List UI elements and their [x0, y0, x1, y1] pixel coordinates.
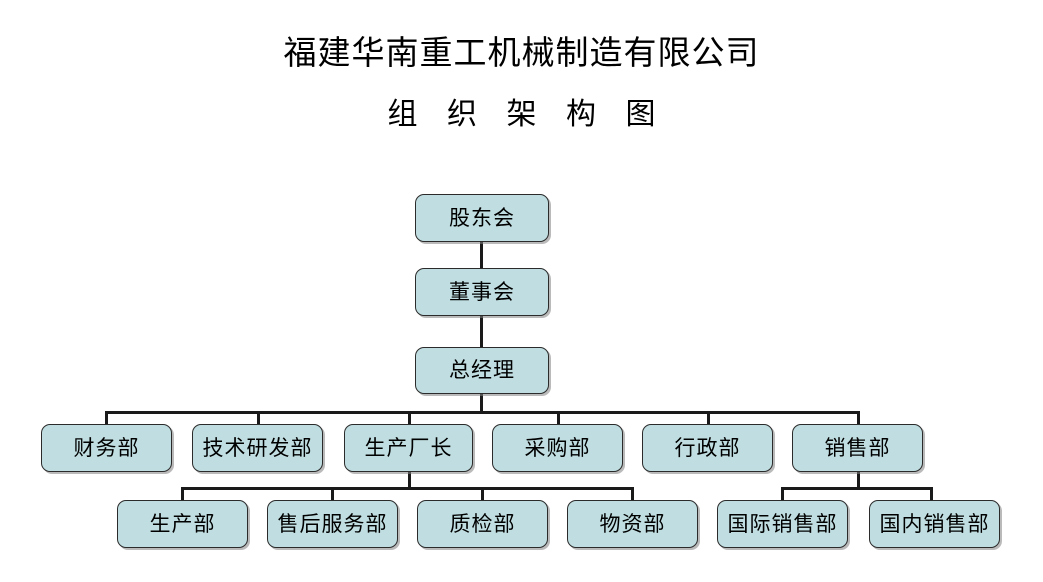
org-node-board[interactable]: 董事会 — [415, 268, 549, 316]
org-node-purchasing[interactable]: 采购部 — [492, 424, 623, 472]
org-node-domestic-sales[interactable]: 国内销售部 — [869, 500, 1000, 548]
connector-riser-sales — [857, 411, 860, 425]
connector-general-manager-drop — [480, 394, 483, 413]
connector-level5-left-bus — [181, 487, 633, 490]
connector-riser-quality-inspection — [481, 487, 484, 501]
connector-riser-domestic-sales — [930, 487, 933, 501]
connector-sales-drop — [857, 472, 860, 489]
connector-riser-production-director — [408, 411, 411, 425]
org-node-general-manager[interactable]: 总经理 — [415, 347, 549, 394]
company-title: 福建华南重工机械制造有限公司 — [283, 36, 760, 72]
connector-riser-materials — [631, 487, 634, 501]
org-node-quality-inspection[interactable]: 质检部 — [417, 500, 548, 548]
org-node-shareholders[interactable]: 股东会 — [415, 194, 549, 242]
connector-level4-bus — [105, 411, 859, 414]
org-node-rnd[interactable]: 技术研发部 — [192, 424, 323, 472]
connector-production-director-drop — [408, 472, 411, 489]
connector-riser-purchasing — [557, 411, 560, 425]
connector-riser-finance — [105, 411, 108, 425]
connector-level5-right-bus — [781, 487, 933, 490]
connector-riser-after-sales-service — [331, 487, 334, 501]
chart-subtitle: 组 织 架 构 图 — [387, 98, 667, 131]
org-node-administration[interactable]: 行政部 — [642, 424, 773, 472]
org-node-international-sales[interactable]: 国际销售部 — [717, 500, 848, 548]
org-node-sales[interactable]: 销售部 — [792, 424, 923, 472]
connector-board-to-general-manager — [480, 316, 483, 348]
connector-riser-administration — [707, 411, 710, 425]
org-node-materials[interactable]: 物资部 — [567, 500, 698, 548]
org-node-production-director[interactable]: 生产厂长 — [344, 424, 473, 472]
connector-riser-international-sales — [781, 487, 784, 501]
connector-shareholders-to-board — [480, 242, 483, 269]
org-node-production[interactable]: 生产部 — [117, 500, 248, 548]
connector-riser-rnd — [257, 411, 260, 425]
connector-riser-production — [181, 487, 184, 501]
org-node-finance[interactable]: 财务部 — [41, 424, 172, 472]
org-node-after-sales-service[interactable]: 售后服务部 — [267, 500, 398, 548]
